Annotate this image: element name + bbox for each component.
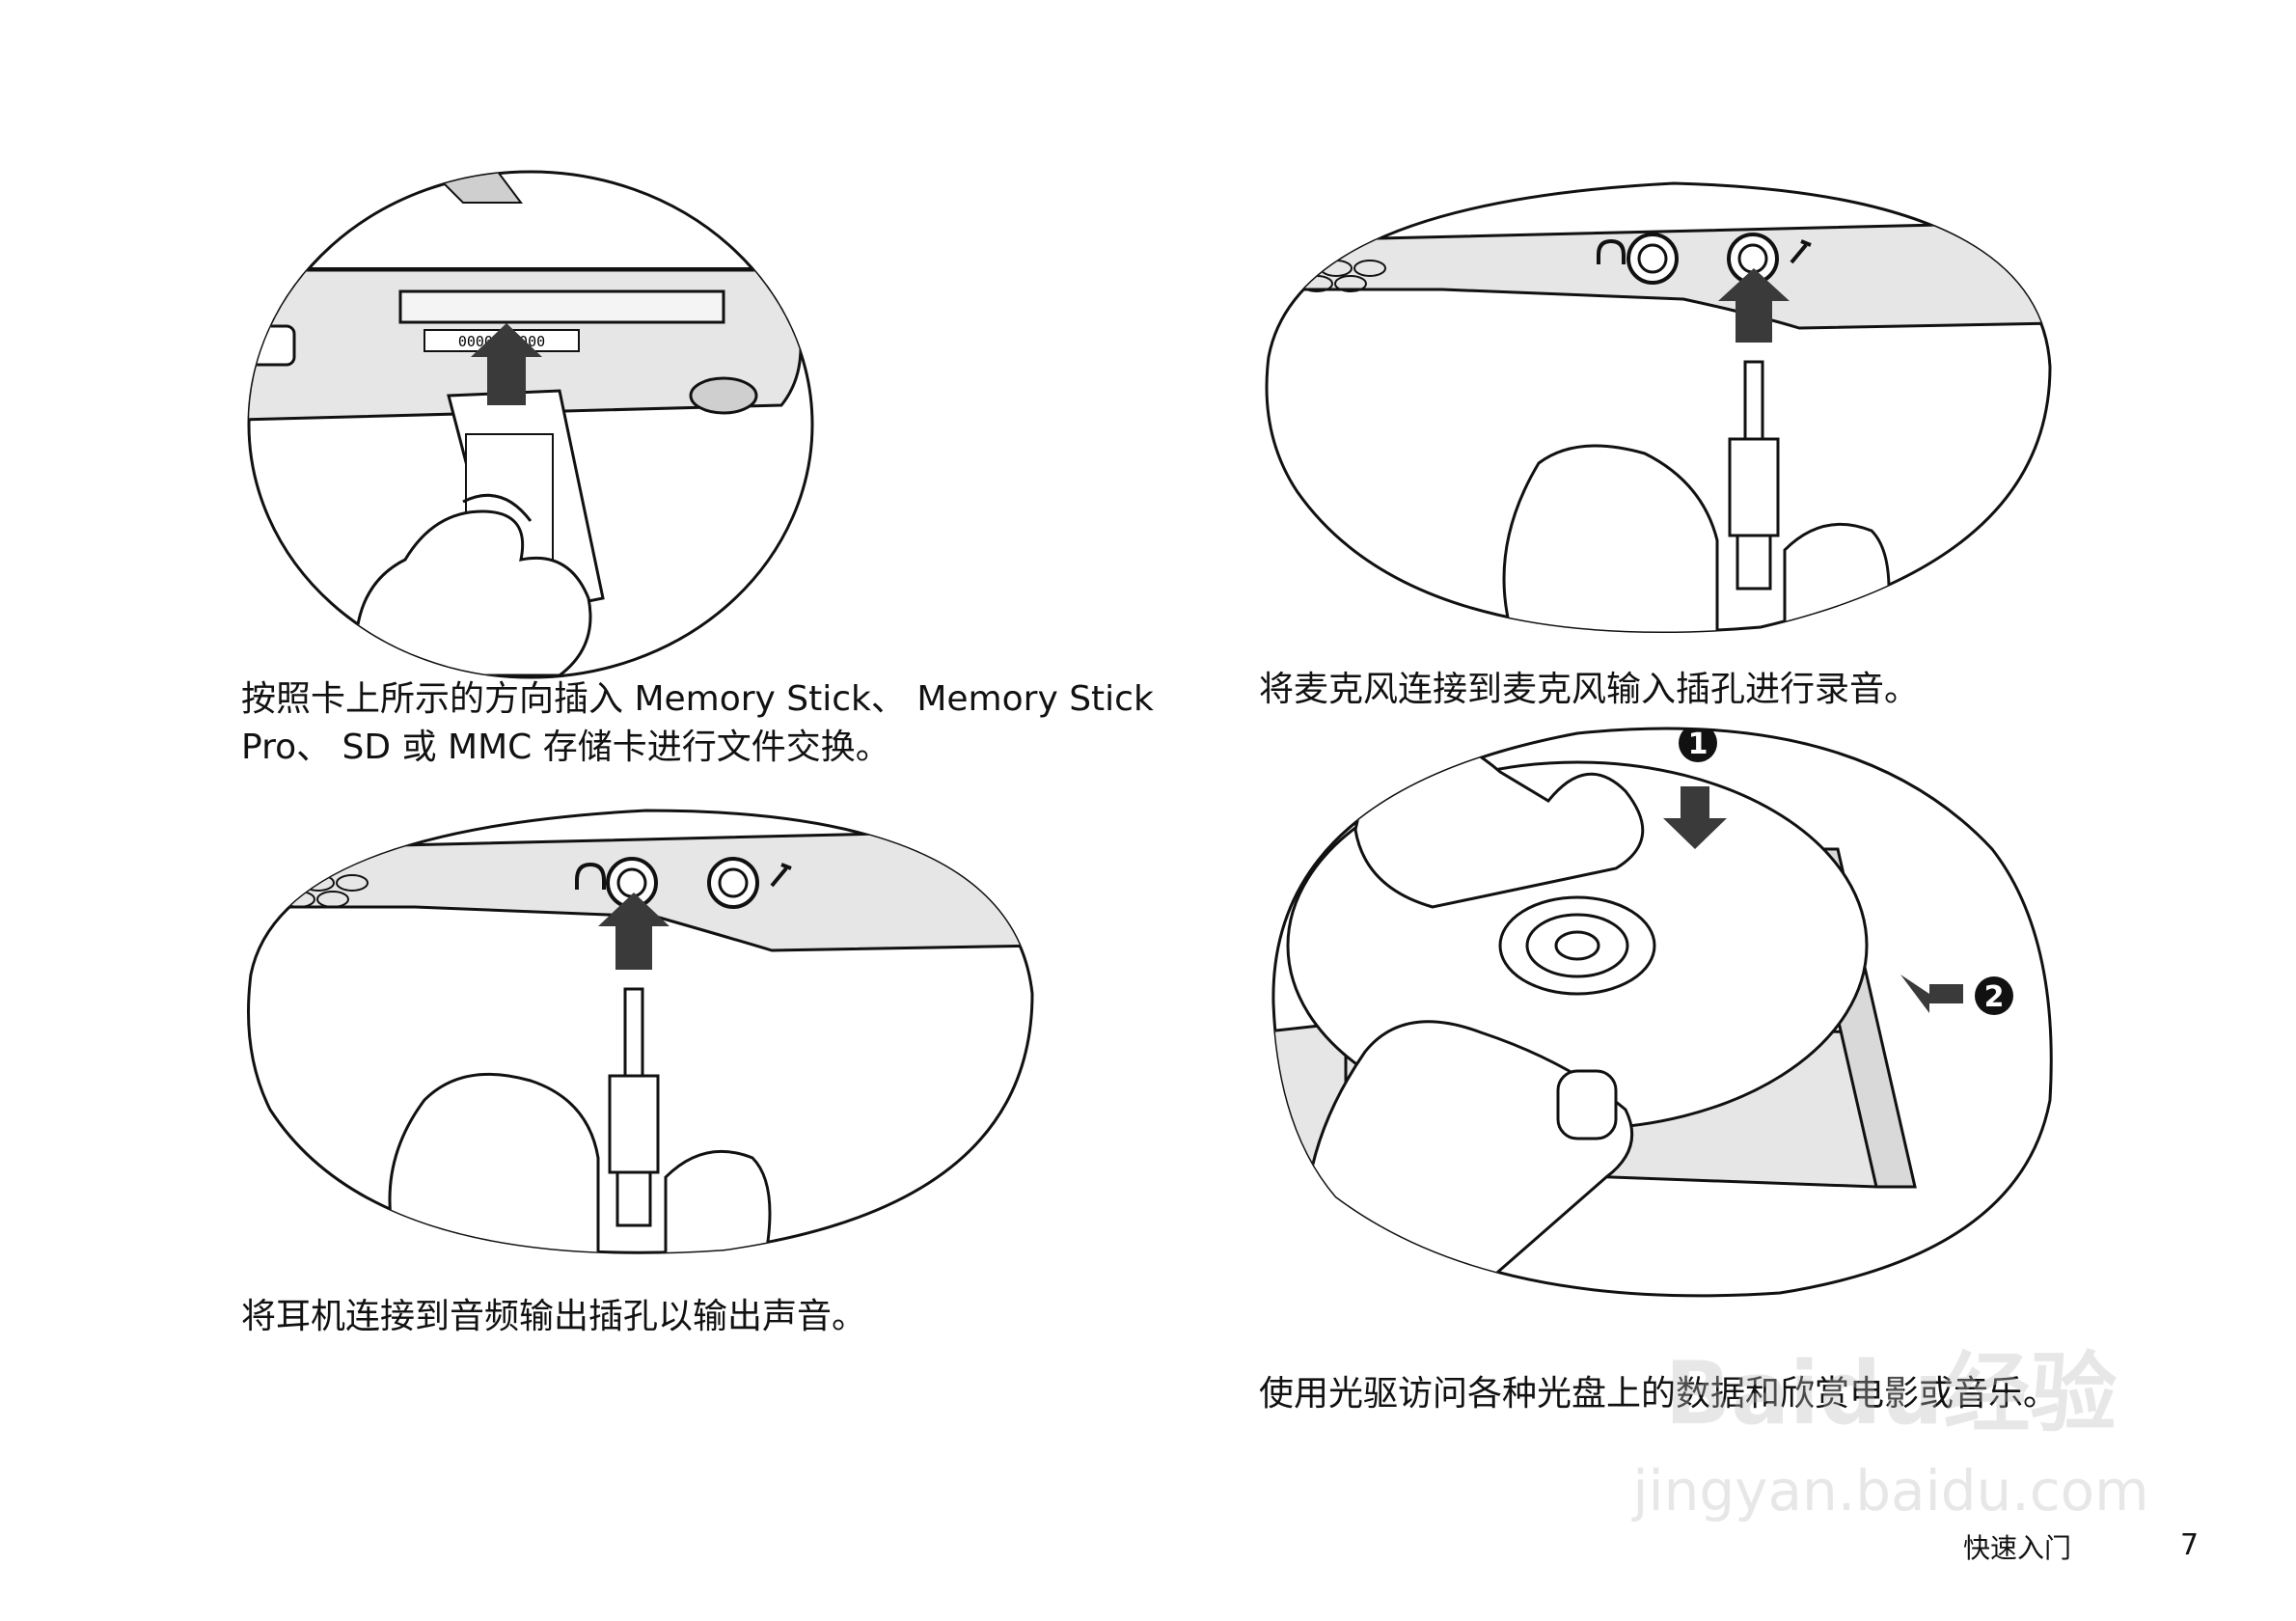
headphone-caption: 将耳机连接到音频输出插孔以输出声音。 [241, 1297, 867, 1336]
insert-arrow-icon [1718, 268, 1790, 343]
microphone-caption: 将麦克风连接到麦克风输入插孔进行录音。 [1259, 670, 1920, 709]
microphone-port-icon [770, 863, 792, 888]
headphone-port-icon [575, 862, 606, 890]
optical-drive-illustration: 1 2 [1259, 714, 2060, 1312]
insert-arrow-icon [471, 323, 542, 405]
card-slot-illustration: 0000 00000 [241, 164, 830, 685]
headphone-illustration [241, 772, 1042, 1293]
left-arrow-icon [1900, 975, 1963, 1013]
optical-drive-caption: 使用光驱访问各种光盘上的数据和欣赏电影或音乐。 [1259, 1374, 2059, 1414]
card-slot-caption: 按照卡上所示的方向插入 Memory Stick、 Memory Stick P… [241, 675, 1154, 772]
footer-section-title: 快速入门 [1963, 1532, 2072, 1564]
headphone-port-icon [1597, 238, 1626, 264]
microphone-illustration [1259, 174, 2060, 656]
step-2-marker: 2 [1984, 980, 2005, 1014]
card-slot-caption-line2: Pro、 SD 或 MMC 存储卡进行文件交换。 [241, 728, 890, 767]
card-slot-caption-line1: 按照卡上所示的方向插入 Memory Stick、 Memory Stick [241, 679, 1154, 719]
down-arrow-icon [1663, 786, 1727, 849]
watermark-brand: Baidu经验 [1665, 1343, 2118, 1444]
baidu-watermark: Baidu经验 jingyan.baidu.com [1601, 1317, 2180, 1549]
step-1-marker: 1 [1688, 728, 1708, 761]
microphone-port-icon [1790, 239, 1812, 264]
footer-page-number: 7 [2180, 1528, 2200, 1562]
watermark-url: jingyan.baidu.com [1630, 1458, 2148, 1524]
insert-arrow-icon [598, 893, 670, 970]
